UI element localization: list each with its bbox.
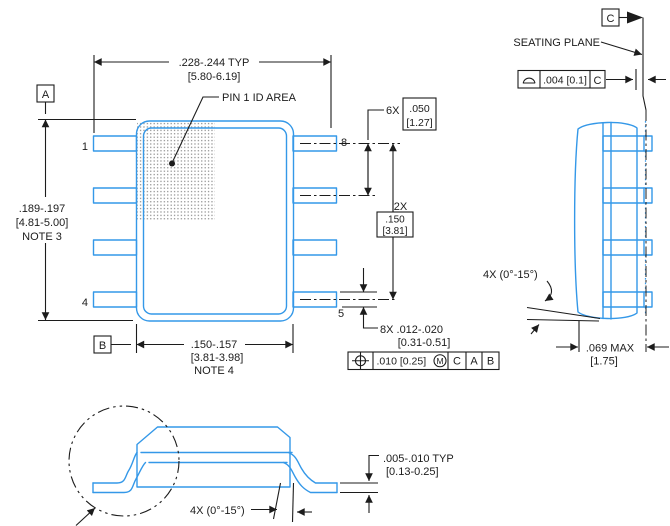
dim-pitch-metric: [1.27] xyxy=(406,117,432,129)
pin-centerlines xyxy=(300,143,400,300)
front-body-outline xyxy=(136,426,291,488)
pin-rect xyxy=(292,135,338,152)
dim-lead-angle-front: 4X (0°-15°) xyxy=(190,482,312,523)
dim-body-width: B .150-.157 [3.81-3.98] NOTE 4 xyxy=(93,324,294,377)
dim-pitch: 6X .050 [1.27] xyxy=(364,97,437,196)
dim-body-length-value: .189-.197 xyxy=(19,203,65,215)
pin-rect xyxy=(92,239,138,256)
dim-lead-span: .228-.244 TYP [5.80-6.19] xyxy=(93,55,332,133)
dim-lead-width: 8X .012-.020 [0.31-0.51] xyxy=(340,268,450,349)
lead-tab xyxy=(602,239,653,256)
dim-pin-span: 2X .150 [3.81] xyxy=(376,143,414,300)
pin1-id-area xyxy=(137,121,215,220)
body-outline-outer xyxy=(135,120,295,322)
pin-rect xyxy=(292,187,338,204)
dim-body-width-metric: [3.81-3.98] xyxy=(191,352,244,364)
dim-lead-angle-side: 4X (0°-15°) xyxy=(483,269,601,335)
top-view: 1 4 8 5 PIN 1 ID AREA .228-.244 TYP [5.8… xyxy=(16,55,500,377)
pin-number-5: 5 xyxy=(338,308,344,320)
pin-rect xyxy=(92,187,138,204)
lead-tab xyxy=(602,187,653,204)
front-view: 4X (0°-15°) .005-.010 TYP [0.13-0.25] xyxy=(68,405,454,526)
pin-number-4: 4 xyxy=(82,297,88,309)
datum-flag-icon xyxy=(627,11,643,24)
fcf-frame xyxy=(347,351,500,371)
fcf-position-datum-1: C xyxy=(453,356,461,368)
side-lead-tabs xyxy=(602,135,653,308)
side-body-outline xyxy=(573,121,638,320)
lead-tab xyxy=(602,135,653,152)
fcf-position-tolerance: .010 [0.25] xyxy=(377,356,427,368)
fcf-profile-tolerance: .004 [0.1] xyxy=(543,75,587,87)
dim-lead-thickness-metric: [0.13-0.25] xyxy=(386,466,439,478)
pin-rect xyxy=(92,135,138,152)
dim-body-length-metric: [4.81-5.00] xyxy=(16,217,69,229)
dim-lead-span-value: .228-.244 TYP xyxy=(179,57,250,69)
dim-thickness: .069 MAX [1.75] xyxy=(556,321,669,368)
seating-plane-callout: SEATING PLANE xyxy=(513,37,643,56)
pin-number-1: 1 xyxy=(82,141,88,153)
dim-body-width-value: .150-.157 xyxy=(191,339,237,351)
fcf-position-datum-2: A xyxy=(470,356,478,368)
pin-rect xyxy=(292,291,338,308)
seating-plane-label: SEATING PLANE xyxy=(513,37,600,49)
dim-body-length: A .189-.197 [4.81-5.00] NOTE 3 xyxy=(16,84,136,322)
dim-pin-span-metric: [3.81] xyxy=(382,226,407,237)
dim-body-length-note: NOTE 3 xyxy=(22,231,62,243)
dim-pitch-count: 6X xyxy=(386,105,400,117)
datum-b-label: B xyxy=(99,340,106,352)
lead-tab xyxy=(602,291,653,308)
dim-body-width-note: NOTE 4 xyxy=(194,365,234,377)
dim-pin-span-value: .150 xyxy=(385,215,405,226)
pins-right xyxy=(292,135,338,308)
pin-rect xyxy=(92,291,138,308)
position-symbol-icon xyxy=(352,352,369,369)
pin1-id-callout: PIN 1 ID AREA xyxy=(169,92,297,167)
dim-lead-angle-side-label: 4X (0°-15°) xyxy=(483,269,538,281)
fcf-position-datum-3: B xyxy=(487,356,494,368)
pin1-id-label: PIN 1 ID AREA xyxy=(222,92,297,104)
datum-a-label: A xyxy=(42,89,50,101)
dim-thickness-metric: [1.75] xyxy=(590,356,618,368)
datum-c-callout: C xyxy=(601,8,647,352)
dim-pitch-box xyxy=(402,97,437,131)
fcf-profile-datum: C xyxy=(594,75,602,87)
front-right-lead xyxy=(282,451,338,494)
pins-left xyxy=(92,135,138,308)
lead-frame-lines xyxy=(140,451,293,464)
mmc-modifier-icon: M xyxy=(433,354,447,368)
pin-rect xyxy=(292,239,338,256)
datum-c-label: C xyxy=(607,13,615,25)
detail-circle xyxy=(68,405,180,517)
leader-dot xyxy=(169,160,175,167)
dim-thickness-value: .069 MAX xyxy=(586,343,635,355)
fcf-profile: .004 [0.1] C xyxy=(517,69,666,90)
dim-lead-thickness-value: .005-.010 TYP xyxy=(383,453,454,465)
pin-number-8: 8 xyxy=(341,137,347,149)
body-outline-inner xyxy=(142,127,288,315)
front-left-lead xyxy=(92,451,147,494)
fcf-position: .010 [0.25] M C A B xyxy=(347,351,500,371)
dim-lead-width-value: 8X .012-.020 xyxy=(380,324,443,336)
dim-pin-span-count: 2X xyxy=(394,201,408,213)
dim-pitch-value: .050 xyxy=(409,103,430,115)
side-view: C SEATING PLANE .004 [0.1] C .069 MA xyxy=(483,8,669,368)
dim-pin-span-box xyxy=(376,211,414,238)
dim-lead-angle-front-label: 4X (0°-15°) xyxy=(190,505,245,517)
profile-surface-symbol-icon xyxy=(522,77,536,84)
side-body-face-lines xyxy=(602,121,612,320)
dim-lead-span-metric: [5.80-6.19] xyxy=(188,71,241,83)
fcf-position-modifier: M xyxy=(436,356,443,366)
dim-lead-thickness: .005-.010 TYP [0.13-0.25] xyxy=(340,453,454,513)
detail-arrow xyxy=(75,507,96,526)
dim-lead-width-metric: [0.31-0.51] xyxy=(398,337,451,349)
